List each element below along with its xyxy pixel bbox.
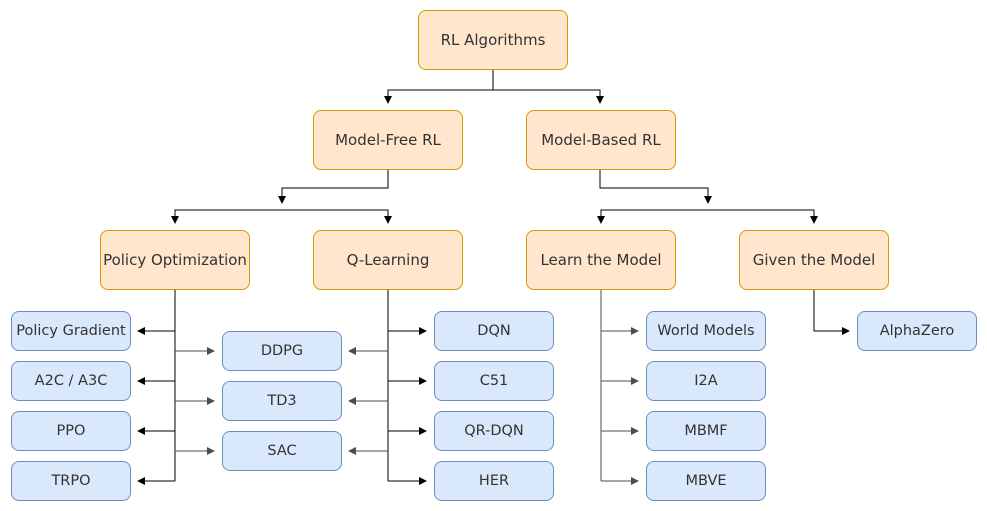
node-ppo[interactable]: PPO bbox=[11, 411, 131, 451]
node-given-the-model[interactable]: Given the Model bbox=[739, 230, 889, 290]
node-policy-gradient[interactable]: Policy Gradient bbox=[11, 311, 131, 351]
node-c51[interactable]: C51 bbox=[434, 361, 554, 401]
node-ddpg[interactable]: DDPG bbox=[222, 331, 342, 371]
node-her[interactable]: HER bbox=[434, 461, 554, 501]
node-model-free-rl[interactable]: Model-Free RL bbox=[313, 110, 463, 170]
node-trpo[interactable]: TRPO bbox=[11, 461, 131, 501]
edge-model-free-to-policy-opt bbox=[171, 209, 282, 224]
node-mbve[interactable]: MBVE bbox=[646, 461, 766, 501]
node-world-models[interactable]: World Models bbox=[646, 311, 766, 351]
node-dqn[interactable]: DQN bbox=[434, 311, 554, 351]
node-model-based-rl[interactable]: Model-Based RL bbox=[526, 110, 676, 170]
node-td3[interactable]: TD3 bbox=[222, 381, 342, 421]
node-qr-dqn[interactable]: QR-DQN bbox=[434, 411, 554, 451]
node-policy-optimization[interactable]: Policy Optimization bbox=[100, 230, 250, 290]
edge-model-based-junction bbox=[599, 170, 712, 204]
node-sac[interactable]: SAC bbox=[222, 431, 342, 471]
edge-model-based-to-given bbox=[708, 209, 818, 224]
node-rl-algorithms[interactable]: RL Algorithms bbox=[418, 10, 568, 70]
edge-to-alphazero bbox=[813, 290, 850, 335]
node-learn-the-model[interactable]: Learn the Model bbox=[526, 230, 676, 290]
edge-model-free-to-q-learning bbox=[282, 209, 392, 224]
node-q-learning[interactable]: Q-Learning bbox=[313, 230, 463, 290]
edge-root-to-model-free bbox=[384, 88, 494, 104]
node-i2a[interactable]: I2A bbox=[646, 361, 766, 401]
node-alphazero[interactable]: AlphaZero bbox=[857, 311, 977, 351]
edge-model-free-junction bbox=[278, 170, 389, 204]
node-a2c-a3c[interactable]: A2C / A3C bbox=[11, 361, 131, 401]
node-mbmf[interactable]: MBMF bbox=[646, 411, 766, 451]
edge-model-based-to-learn bbox=[597, 209, 708, 224]
edge-root-to-model-based bbox=[492, 88, 604, 104]
